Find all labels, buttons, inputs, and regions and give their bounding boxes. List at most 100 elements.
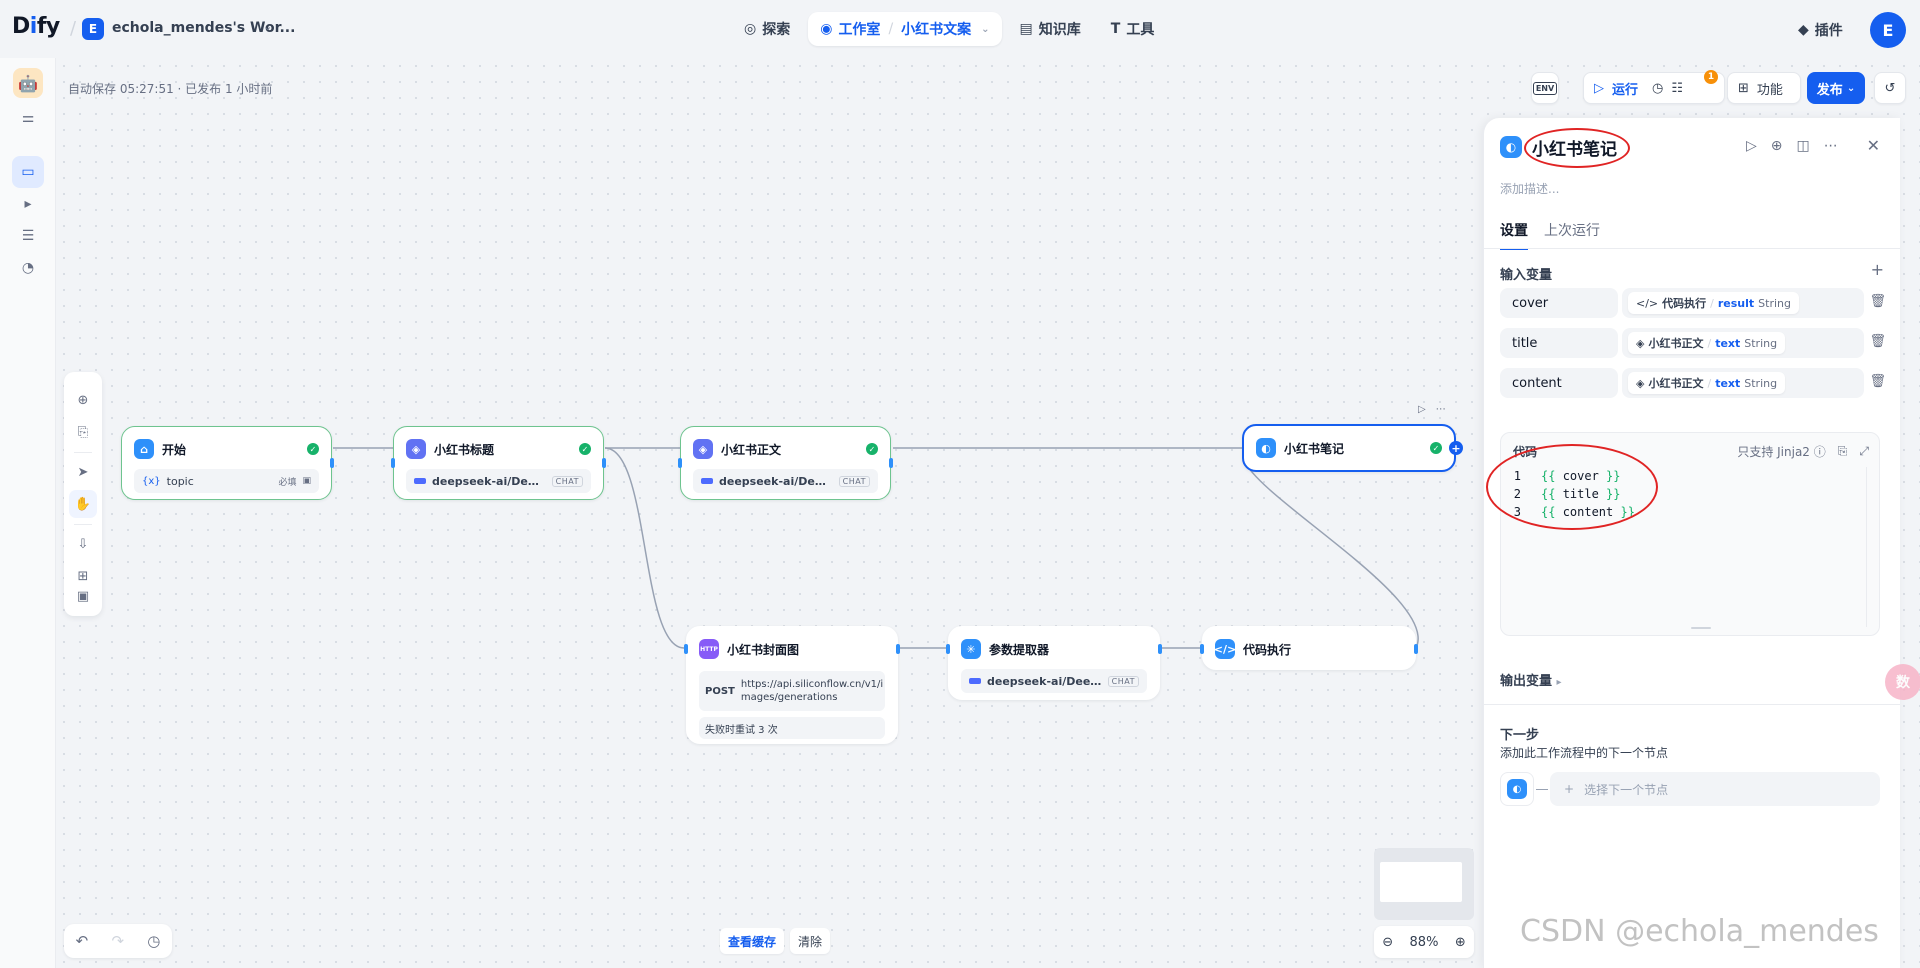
version-history-button[interactable]: ↺ <box>1874 72 1906 104</box>
user-avatar[interactable]: E <box>1870 12 1906 48</box>
current-app-name[interactable]: 小红书文案 <box>901 22 972 38</box>
organize-nodes-icon[interactable]: ⊞ <box>77 568 89 584</box>
select-next-node-button[interactable]: + 选择下一个节点 <box>1550 772 1880 806</box>
close-icon[interactable]: ✕ <box>1866 136 1880 155</box>
variable-selector[interactable]: </> 代码执行 / result String <box>1622 288 1864 318</box>
nav-knowledge[interactable]: ▤ 知识库 <box>1008 12 1093 46</box>
tab-last-run[interactable]: 上次运行 <box>1544 223 1600 239</box>
code-scrollbar[interactable] <box>1866 467 1867 627</box>
variable-selector[interactable]: ◈ 小红书正文 / text String <box>1622 328 1864 358</box>
trash-icon[interactable]: 🗑 <box>1869 374 1886 389</box>
node-start[interactable]: ⌂ 开始 ✓ {x} topic 必填 ▣ <box>121 426 334 500</box>
node-handle[interactable] <box>684 644 688 654</box>
workspace-avatar[interactable]: E <box>82 18 104 40</box>
variable-name-input[interactable]: content <box>1500 368 1618 398</box>
minimap-toggle-icon[interactable]: ▣ <box>76 588 90 604</box>
node-handle[interactable] <box>602 458 606 468</box>
redo-icon[interactable]: ↷ <box>111 932 125 950</box>
more-icon[interactable]: ⋯ <box>1823 138 1838 154</box>
output-variables-title[interactable]: 输出变量 ▸ <box>1500 670 1562 689</box>
template-icon: ◐ <box>1507 779 1527 799</box>
checklist-icon[interactable]: ☷ <box>1671 80 1684 96</box>
history-icon[interactable]: ◷ <box>147 932 161 950</box>
node-code-exec[interactable]: </> 代码执行 <box>1200 626 1418 670</box>
check-icon: ✓ <box>579 443 591 455</box>
logs-icon[interactable]: ☰ <box>21 228 35 244</box>
zoom-out-icon[interactable]: ⊖ <box>1382 934 1394 950</box>
http-icon: HTTP <box>699 639 719 659</box>
run-node-icon[interactable]: ▷ <box>1418 404 1426 415</box>
node-header: ◈ 小红书标题 ✓ <box>406 439 591 459</box>
variable-name-input[interactable]: title <box>1500 328 1618 358</box>
node-handle[interactable] <box>889 458 893 468</box>
more-icon[interactable]: ⋯ <box>1435 404 1446 415</box>
tab-settings[interactable]: 设置 <box>1500 220 1528 250</box>
run-step-icon[interactable]: ▷ <box>1746 138 1757 154</box>
help-icon[interactable]: ⊕ <box>1770 138 1783 154</box>
plugins-button[interactable]: ◆ 插件 <box>1798 20 1843 40</box>
chevron-down-icon[interactable]: ⌄ <box>263 20 273 33</box>
workspace-name[interactable]: echola_mendes's Wor... <box>112 20 296 36</box>
autosave-status: 自动保存 05:27:51 · 已发布 1 小时前 <box>68 82 273 96</box>
split-view-icon[interactable]: ◫ <box>1796 138 1810 154</box>
trash-icon[interactable]: 🗑 <box>1869 294 1886 309</box>
minimap[interactable] <box>1374 848 1474 920</box>
add-note-icon[interactable]: ⎘ <box>77 424 89 440</box>
description-input[interactable]: 添加描述... <box>1500 182 1560 196</box>
variable-chip: ◈ 小红书正文 / text String <box>1628 332 1786 354</box>
node-handle[interactable] <box>1414 644 1418 654</box>
variable-selector[interactable]: ◈ 小红书正文 / text String <box>1622 368 1864 398</box>
publish-button[interactable]: 发布 ⌄ <box>1807 72 1865 104</box>
add-next-node-icon[interactable]: + <box>1449 441 1463 455</box>
node-handle[interactable] <box>896 644 900 654</box>
workflow-orchestrate-icon[interactable]: ▭ <box>12 156 44 188</box>
dify-logo[interactable]: Dify <box>12 14 60 39</box>
app-robot-icon[interactable]: 🤖 <box>13 68 43 98</box>
retry-label: 失败时重试 3 次 <box>699 717 885 739</box>
view-cache-button[interactable]: 查看缓存 <box>720 928 785 954</box>
panel-tabs: 设置 上次运行 <box>1500 220 1600 250</box>
node-parameter-extractor[interactable]: ✳ 参数提取器 deepseek-ai/DeepSe... CHAT <box>946 626 1162 700</box>
node-handle[interactable] <box>946 644 950 654</box>
monitor-gauge-icon[interactable]: ◔ <box>21 260 35 276</box>
node-title-llm[interactable]: ◈ 小红书标题 ✓ deepseek-ai/DeepSe... CHAT <box>391 426 606 500</box>
minimap-viewport[interactable] <box>1380 862 1462 902</box>
node-handle[interactable] <box>1158 644 1162 654</box>
palette-divider <box>74 524 92 525</box>
node-note-template[interactable]: ◐ 小红书笔记 ✓ + <box>1242 424 1463 472</box>
trash-icon[interactable]: 🗑 <box>1869 334 1886 349</box>
run-button[interactable]: 运行 <box>1612 82 1639 98</box>
nav-studio[interactable]: ◉ 工作室 / 小红书文案 ⌄ <box>808 12 1002 46</box>
node-handle[interactable] <box>1200 644 1204 654</box>
node-handle[interactable] <box>678 458 682 468</box>
copy-icon[interactable]: ⎘ <box>1837 444 1848 458</box>
env-button[interactable]: ENV <box>1531 72 1559 104</box>
features-button[interactable]: ⊞ 功能 <box>1727 72 1801 104</box>
node-cover-http[interactable]: HTTP 小红书封面图 POST https://api.siliconflow… <box>684 626 900 744</box>
zoom-in-icon[interactable]: ⊕ <box>1454 934 1466 950</box>
undo-icon[interactable]: ↶ <box>75 932 89 950</box>
play-icon[interactable]: ▷ <box>1594 80 1604 96</box>
variable-name-input[interactable]: cover <box>1500 288 1618 318</box>
resize-handle[interactable] <box>1691 627 1711 629</box>
pointer-icon[interactable]: ➤ <box>77 464 89 480</box>
history-clock-icon[interactable]: ◷ <box>1652 80 1664 96</box>
clear-button[interactable]: 清除 <box>790 928 831 954</box>
nav-tools[interactable]: T 工具 <box>1099 12 1167 46</box>
add-variable-icon[interactable]: + <box>1870 260 1884 279</box>
hand-icon[interactable]: ✋ <box>69 490 97 518</box>
var-type: String <box>1744 376 1778 390</box>
terminal-icon[interactable]: ▸ <box>24 196 32 212</box>
nav-explore[interactable]: ◎ 探索 <box>732 12 802 46</box>
expand-icon[interactable]: ⤢ <box>1859 444 1869 458</box>
export-image-icon[interactable]: ⇩ <box>77 536 89 552</box>
sliders-icon[interactable]: ⚌ <box>21 110 35 126</box>
node-body-llm[interactable]: ◈ 小红书正文 ✓ deepseek-ai/DeepSe... CHAT <box>678 426 893 500</box>
variable-row: content ◈ 小红书正文 / text String 🗑 <box>1500 368 1886 398</box>
node-handle[interactable] <box>330 458 334 468</box>
floating-assistant-bubble[interactable]: 数 <box>1885 664 1920 700</box>
add-node-icon[interactable]: ⊕ <box>77 392 89 408</box>
chevron-down-icon[interactable]: ⌄ <box>981 23 990 35</box>
zoom-level[interactable]: 88% <box>1409 934 1439 950</box>
node-handle[interactable] <box>391 458 395 468</box>
